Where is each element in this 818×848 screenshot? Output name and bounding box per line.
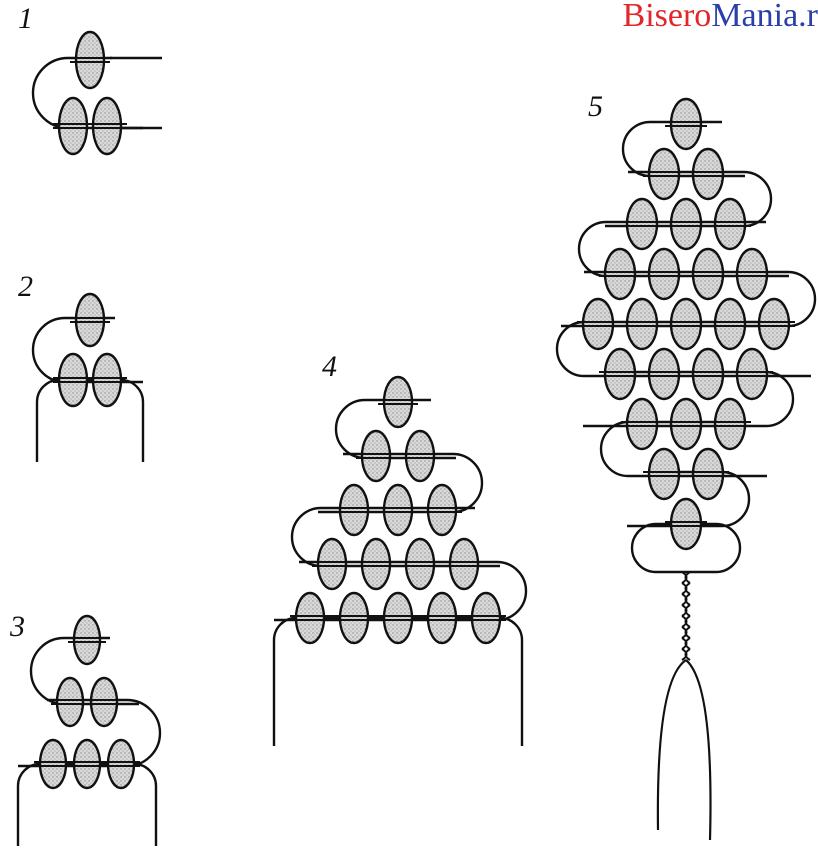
- bead: [715, 199, 745, 249]
- tail-strand: [658, 660, 686, 830]
- bead: [59, 354, 87, 406]
- bead: [583, 299, 613, 349]
- bead: [605, 249, 635, 299]
- twisted-thread: [682, 605, 690, 616]
- twisted-thread: [682, 572, 690, 583]
- bead: [57, 678, 83, 726]
- bead: [671, 299, 701, 349]
- figure-2: [33, 294, 143, 462]
- bead: [472, 593, 500, 643]
- bead: [450, 539, 478, 589]
- bead: [627, 199, 657, 249]
- bead: [93, 98, 121, 154]
- bead: [318, 539, 346, 589]
- bead: [671, 499, 701, 549]
- bead: [693, 149, 723, 199]
- bead: [59, 98, 87, 154]
- bead: [340, 485, 368, 535]
- twisted-thread: [682, 638, 690, 649]
- figure-3: [18, 616, 160, 846]
- bead: [627, 399, 657, 449]
- bead: [340, 593, 368, 643]
- bead: [76, 294, 104, 346]
- bead: [693, 249, 723, 299]
- bead: [76, 32, 104, 88]
- bead: [693, 449, 723, 499]
- bead: [693, 349, 723, 399]
- bead: [671, 99, 701, 149]
- bead: [362, 539, 390, 589]
- bead: [91, 678, 117, 726]
- bead: [737, 249, 767, 299]
- thread-base: [37, 380, 143, 462]
- bead: [384, 593, 412, 643]
- bead: [108, 740, 134, 788]
- bead: [605, 349, 635, 399]
- bead: [384, 485, 412, 535]
- bead: [737, 349, 767, 399]
- bead: [627, 299, 657, 349]
- bead: [428, 485, 456, 535]
- bead: [649, 149, 679, 199]
- twisted-thread: [682, 627, 690, 638]
- bead: [40, 740, 66, 788]
- bead: [406, 539, 434, 589]
- bead: [428, 593, 456, 643]
- twisted-thread: [682, 649, 690, 660]
- bead: [384, 377, 412, 427]
- bead: [296, 593, 324, 643]
- bead: [715, 299, 745, 349]
- figure-5: [557, 99, 815, 840]
- bead: [649, 249, 679, 299]
- bead: [362, 431, 390, 481]
- bead: [649, 349, 679, 399]
- bead: [406, 431, 434, 481]
- bead: [74, 616, 100, 664]
- twisted-thread: [682, 616, 690, 627]
- bead: [715, 399, 745, 449]
- bead: [671, 199, 701, 249]
- bead: [759, 299, 789, 349]
- twisted-thread: [682, 594, 690, 605]
- bead: [74, 740, 100, 788]
- bead: [649, 449, 679, 499]
- twisted-thread: [682, 583, 690, 594]
- bead: [671, 399, 701, 449]
- figure-1: [33, 32, 162, 154]
- tail-strand: [686, 660, 711, 840]
- figure-4: [274, 377, 526, 746]
- bead: [93, 354, 121, 406]
